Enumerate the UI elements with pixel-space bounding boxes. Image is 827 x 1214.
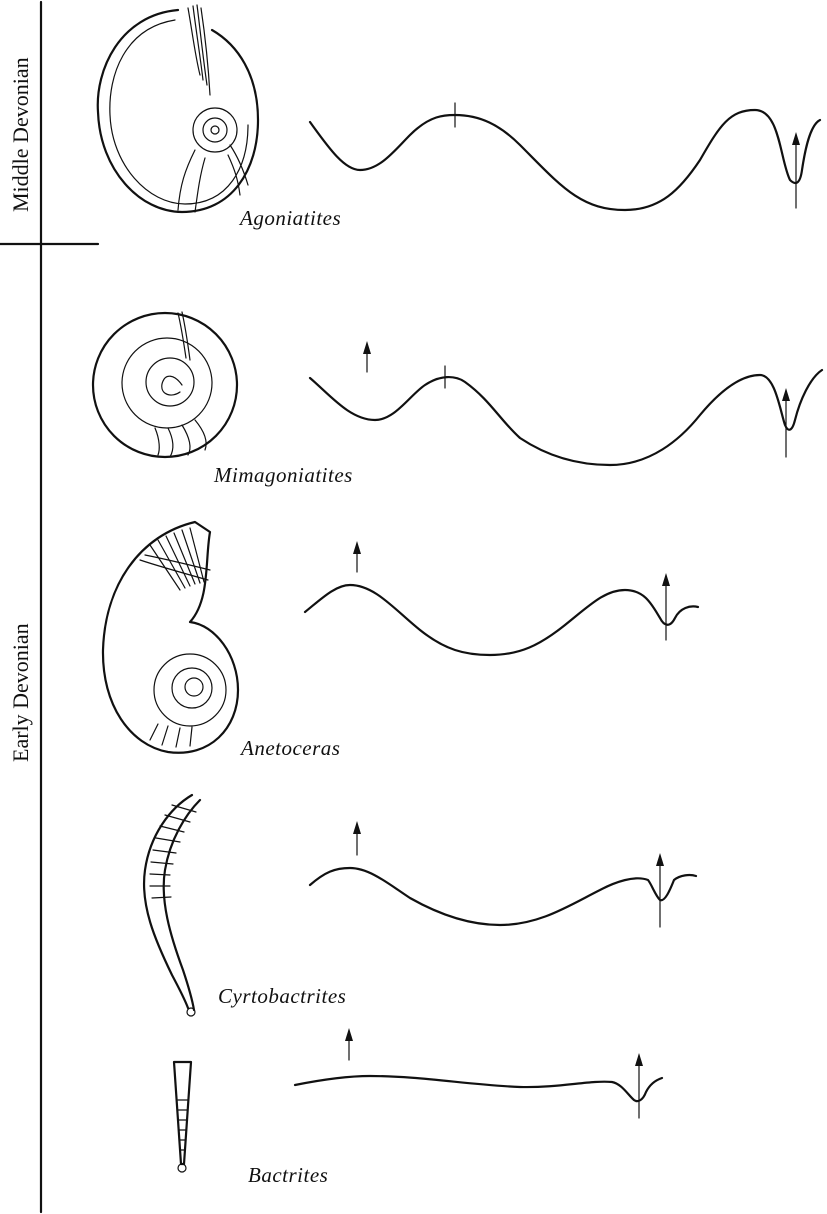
taxon-label-anetoceras: Anetoceras	[241, 736, 340, 761]
taxon-label-bactrites: Bactrites	[248, 1163, 328, 1188]
taxon-label-mimagoniatites: Mimagoniatites	[214, 463, 353, 488]
taxon-label-agoniatites: Agoniatites	[240, 206, 341, 231]
period-label-middle-devonian: Middle Devonian	[8, 57, 34, 212]
taxon-label-cyrtobactrites: Cyrtobactrites	[218, 984, 346, 1009]
period-label-early-devonian: Early Devonian	[8, 623, 34, 762]
